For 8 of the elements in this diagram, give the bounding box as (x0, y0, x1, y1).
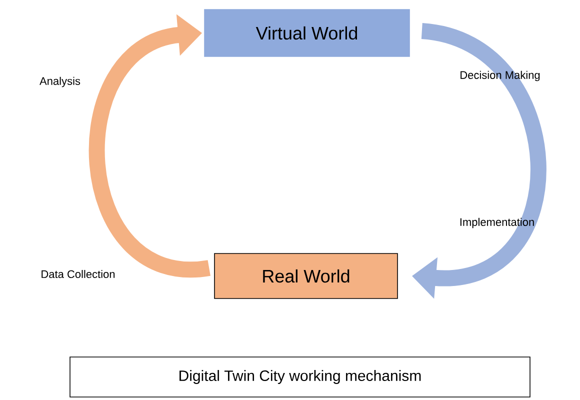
node-box: Virtual World (204, 9, 410, 57)
step-label: Implementation (460, 218, 534, 228)
step-label: Decision Making (460, 70, 540, 82)
node-box: Real World (214, 253, 398, 299)
step-label: Analysis (40, 76, 80, 88)
caption-box: Digital Twin City working mechanism (70, 356, 530, 398)
step-label: Data Collection (42, 270, 115, 278)
curved-arrow (89, 14, 210, 277)
